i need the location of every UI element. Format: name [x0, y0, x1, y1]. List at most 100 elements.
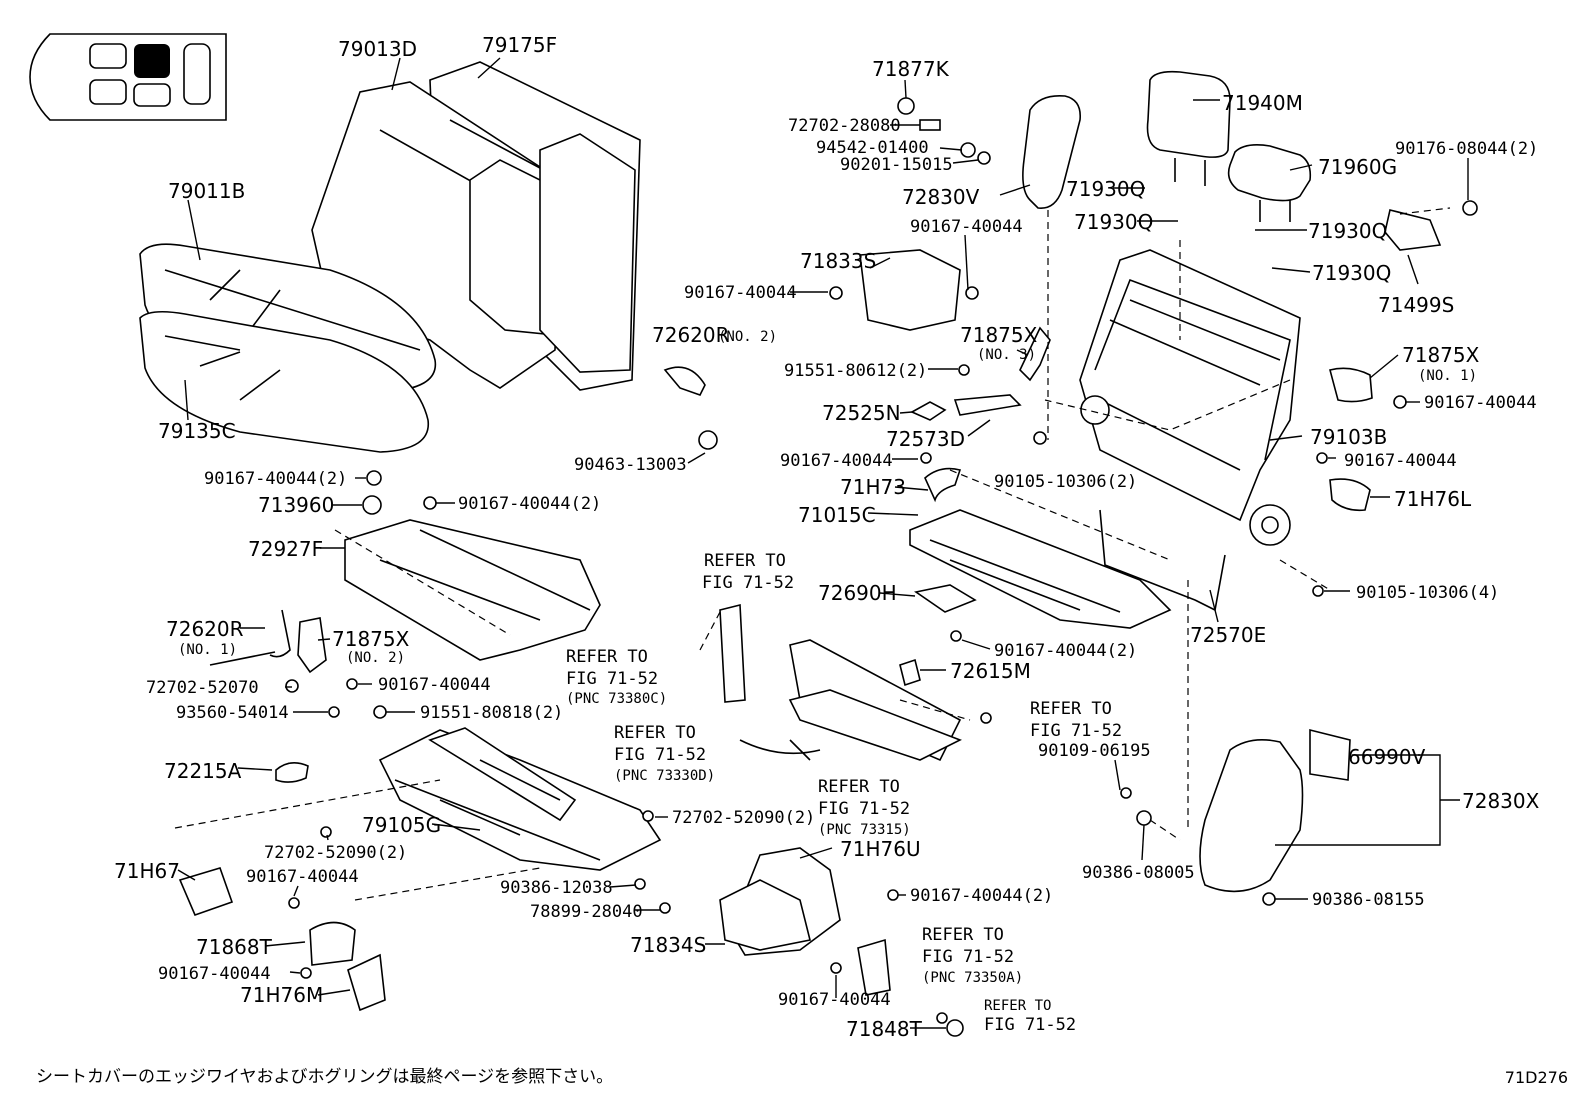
label-71868t: 71868T: [196, 935, 273, 959]
label-90167-40044-e: 90167-40044: [780, 451, 893, 471]
label-71499s: 71499S: [1378, 293, 1454, 317]
refer-note-4-line2: FIG 71-52: [614, 745, 706, 765]
label-90386-08155: 90386-08155: [1312, 890, 1425, 910]
label-71015c: 71015C: [798, 503, 876, 527]
label-72830v: 72830V: [902, 185, 980, 209]
label-713960: 713960: [258, 493, 334, 517]
label-90386-12038: 90386-12038: [500, 878, 613, 898]
label-71875x-no2: 71875X: [332, 627, 410, 651]
label-90167-40044-a: 90167-40044: [910, 217, 1023, 237]
label-71833s: 71833S: [800, 249, 876, 273]
label-79105g: 79105G: [362, 813, 441, 837]
label-90167-40044-g: 90167-40044: [246, 867, 359, 887]
label-72215a: 72215A: [164, 759, 242, 783]
label-72620r-no1: 72620R: [166, 617, 244, 641]
label-90167-40044-i: 90167-40044: [778, 990, 891, 1010]
seat-track-79105g: [378, 727, 662, 871]
label-72702-28080: 72702-28080: [788, 116, 901, 136]
label-90167-40044-2a: 90167-40044(2): [204, 469, 347, 489]
label-72620r-no2: 72620R: [652, 323, 730, 347]
footer-note: シートカバーのエッジワイヤおよびホグリングは最終ページを参照下さい。: [36, 1067, 614, 1087]
part-labels: 79013D 79175F 79011B 79135C 71877K 72702…: [114, 33, 1540, 1041]
label-93560-54014: 93560-54014: [176, 703, 289, 723]
label-91551-80818: 91551-80818(2): [420, 703, 563, 723]
label-72830x: 72830X: [1462, 789, 1540, 813]
refer-note-3-line1: REFER TO: [1030, 699, 1112, 719]
label-71877k: 71877K: [872, 57, 950, 81]
seat-plate-72927f: [344, 519, 601, 661]
label-72927f: 72927F: [248, 537, 323, 561]
label-79011b: 79011B: [168, 179, 245, 203]
armrest-72830x: [1199, 728, 1351, 893]
refer-note-5-line3: (PNC 73315): [818, 822, 911, 838]
refer-note-5-line1: REFER TO: [818, 777, 900, 797]
label-90167-40044-f: 90167-40044: [378, 675, 491, 695]
refer-note-1-line1: REFER TO: [704, 551, 786, 571]
label-71930q-b: 71930Q: [1074, 210, 1153, 234]
label-71875x-no1: 71875X: [1402, 343, 1480, 367]
label-91551-80612: 91551-80612(2): [784, 361, 927, 381]
label-71h67: 71H67: [114, 859, 180, 883]
label-79175f: 79175F: [482, 33, 557, 57]
label-90167-40044-2d: 90167-40044(2): [910, 886, 1053, 906]
refer-to-notes: REFER TO FIG 71-52 REFER TO FIG 71-52 (P…: [566, 551, 1122, 1035]
seat-back-frame: [1079, 249, 1301, 546]
label-90386-08005: 90386-08005: [1082, 863, 1195, 883]
label-90463-13003: 90463-13003: [574, 455, 687, 475]
label-71875x-no3: 71875X: [960, 323, 1038, 347]
alignment-lines: [174, 207, 1451, 901]
label-71930q-d: 71930Q: [1312, 261, 1391, 285]
refer-note-5-line2: FIG 71-52: [818, 799, 910, 819]
note-no1: (NO. 1): [1418, 368, 1477, 384]
label-90201-15015: 90201-15015: [840, 155, 953, 175]
label-66990v: 66990V: [1348, 745, 1426, 769]
seat-base-71015c: [909, 509, 1172, 629]
label-90167-40044-b: 90167-40044: [684, 283, 797, 303]
label-78899-28040: 78899-28040: [530, 902, 643, 922]
label-90176-08044: 90176-08044(2): [1395, 139, 1538, 159]
label-72702-52090-a: 72702-52090(2): [672, 808, 815, 828]
refer-note-2-line3: (PNC 73380C): [566, 691, 667, 707]
label-90167-40044-2c: 90167-40044(2): [994, 641, 1137, 661]
label-72702-52070: 72702-52070: [146, 678, 259, 698]
refer-note-7-line1: REFER TO: [984, 998, 1051, 1014]
label-90105-10306-4: 90105-10306(4): [1356, 583, 1499, 603]
label-72702-52090-b: 72702-52090(2): [264, 843, 407, 863]
label-90105-10306-2: 90105-10306(2): [994, 472, 1137, 492]
label-71834s: 71834S: [630, 933, 706, 957]
label-71h76u: 71H76U: [840, 837, 921, 861]
label-72570e: 72570E: [1190, 623, 1266, 647]
headrests: [1146, 70, 1312, 222]
label-72615m: 72615M: [950, 659, 1031, 683]
figure-code: 71D276: [1504, 1068, 1568, 1087]
label-71h73: 71H73: [840, 475, 906, 499]
label-79135c: 79135C: [158, 419, 236, 443]
refer-note-3-line2: FIG 71-52: [1030, 721, 1122, 741]
label-72525n: 72525N: [822, 401, 901, 425]
seat-cushions: [139, 243, 437, 453]
leader-lines: [177, 57, 1469, 1029]
refer-note-6-line3: (PNC 73350A): [922, 970, 1023, 986]
note-no2b: (NO. 2): [346, 650, 405, 666]
refer-note-1-line2: FIG 71-52: [702, 573, 794, 593]
refer-note-6-line2: FIG 71-52: [922, 947, 1014, 967]
refer-note-6-line1: REFER TO: [922, 925, 1004, 945]
refer-note-2-line2: FIG 71-52: [566, 669, 658, 689]
label-90109-06195: 90109-06195: [1038, 741, 1151, 761]
label-90167-40044-c: 90167-40044: [1424, 393, 1537, 413]
note-no1b: (NO. 1): [178, 642, 237, 658]
note-no3: (NO. 3): [977, 347, 1036, 363]
refer-note-4-line1: REFER TO: [614, 723, 696, 743]
label-71930q-c: 71930Q: [1308, 219, 1387, 243]
refer-note-2-line1: REFER TO: [566, 647, 648, 667]
label-72573d: 72573D: [886, 427, 965, 451]
seat-tray: [788, 639, 962, 762]
label-71848t: 71848T: [846, 1017, 923, 1041]
label-94542-01400: 94542-01400: [816, 138, 929, 158]
label-71h76l: 71H76L: [1394, 487, 1472, 511]
refer-note-7-line2: FIG 71-52: [984, 1015, 1076, 1035]
note-no2: (NO. 2): [718, 329, 777, 345]
label-71960g: 71960G: [1318, 155, 1397, 179]
label-71h76m: 71H76M: [240, 983, 323, 1007]
